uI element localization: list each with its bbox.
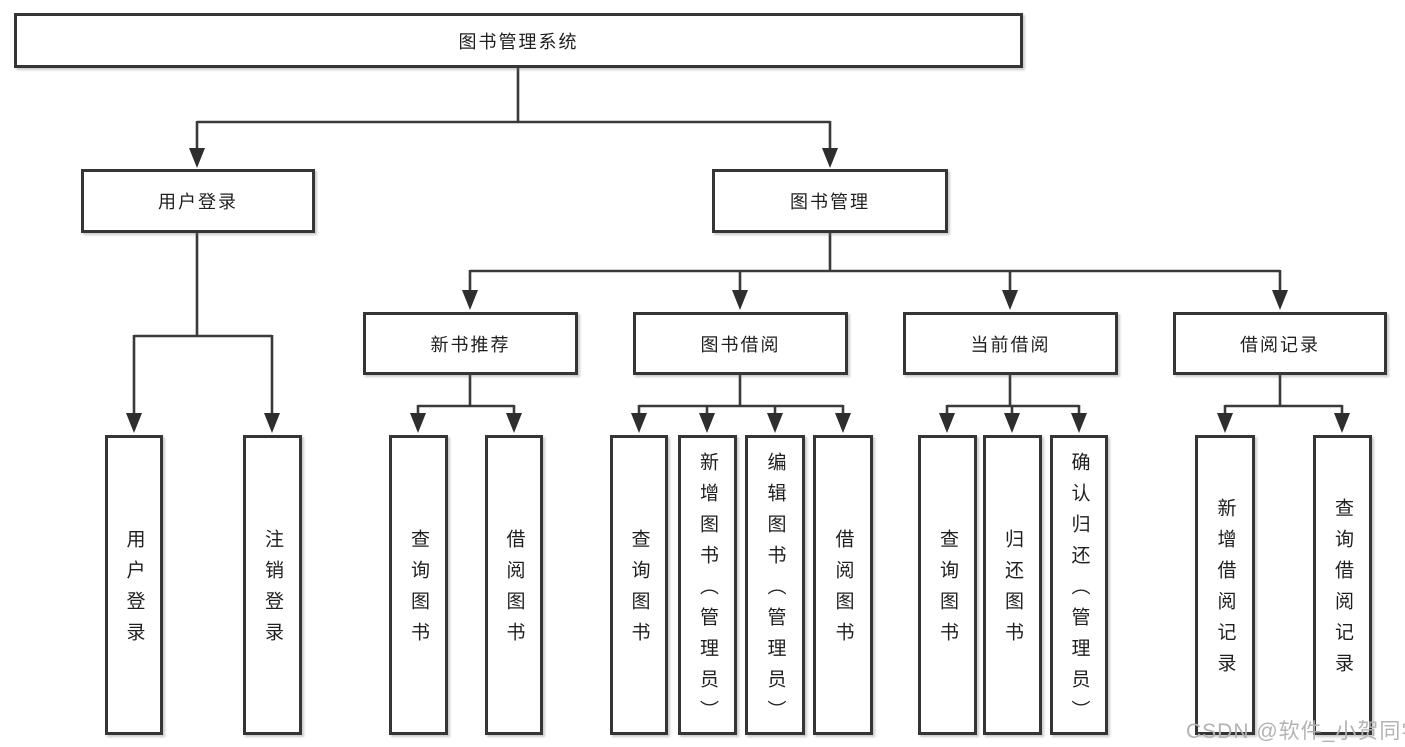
leaf-query-books-current: 查询图书: [918, 435, 977, 735]
leaf-add-books-admin-label: 新增图书（管理员）: [697, 451, 718, 731]
connector-current-to-leaves: [939, 375, 1087, 433]
node-root: 图书管理系统: [14, 13, 1023, 68]
node-book-management: 图书管理: [712, 169, 948, 233]
leaf-query-borrow-record-label: 查询借阅记录: [1332, 498, 1353, 684]
leaf-query-books-borrow-label: 查询图书: [628, 529, 650, 653]
leaf-query-books-current-label: 查询图书: [937, 529, 958, 653]
leaf-user-login-label: 用户登录: [123, 529, 145, 653]
leaf-return-books: 归还图书: [983, 435, 1042, 735]
leaf-add-borrow-record: 新增借阅记录: [1195, 435, 1255, 735]
connector-userlogin-to-leaves: [126, 233, 280, 433]
node-user-login: 用户登录: [81, 169, 315, 233]
node-root-label: 图书管理系统: [458, 31, 579, 52]
connector-records-to-leaves: [1217, 375, 1350, 433]
leaf-user-login: 用户登录: [105, 435, 163, 735]
leaf-confirm-return-admin: 确认归还（管理员）: [1050, 435, 1108, 735]
leaf-query-books-recommend-label: 查询图书: [408, 529, 429, 653]
leaf-query-books-borrow: 查询图书: [610, 435, 668, 735]
watermark: CSDN @软件_小贺同学: [1186, 720, 1405, 743]
leaf-return-books-label: 归还图书: [1002, 529, 1023, 653]
node-new-book-recommend-label: 新书推荐: [430, 334, 511, 355]
node-book-borrow: 图书借阅: [633, 312, 848, 375]
leaf-borrow-books-recommend-label: 借阅图书: [503, 529, 525, 653]
connector-bookmgmt-to-level3: [462, 233, 1288, 310]
node-current-borrow: 当前借阅: [903, 312, 1118, 375]
leaf-add-books-admin: 新增图书（管理员）: [678, 435, 737, 735]
leaf-confirm-return-admin-label: 确认归还（管理员）: [1068, 451, 1090, 731]
leaf-borrow-books-borrow-label: 借阅图书: [832, 529, 854, 653]
connector-recommend-to-leaves: [410, 375, 522, 433]
node-current-borrow-label: 当前借阅: [970, 334, 1051, 355]
node-book-management-label: 图书管理: [790, 192, 870, 212]
leaf-add-borrow-record-label: 新增借阅记录: [1214, 498, 1236, 684]
node-borrow-records: 借阅记录: [1173, 312, 1387, 375]
leaf-query-borrow-record: 查询借阅记录: [1313, 435, 1372, 735]
leaf-edit-books-admin-label: 编辑图书（管理员）: [764, 451, 786, 731]
node-user-login-label: 用户登录: [158, 192, 238, 212]
leaf-borrow-books-borrow: 借阅图书: [813, 435, 873, 735]
leaf-edit-books-admin: 编辑图书（管理员）: [745, 435, 805, 735]
node-borrow-records-label: 借阅记录: [1240, 334, 1320, 355]
node-book-borrow-label: 图书借阅: [700, 334, 781, 355]
connector-borrow-to-leaves: [631, 375, 851, 433]
leaf-borrow-books-recommend: 借阅图书: [485, 435, 543, 735]
node-new-book-recommend: 新书推荐: [363, 312, 578, 375]
leaf-query-books-recommend: 查询图书: [389, 435, 448, 735]
connector-root-to-level2: [189, 68, 838, 168]
leaf-logout: 注销登录: [243, 435, 302, 735]
leaf-logout-label: 注销登录: [262, 529, 283, 653]
